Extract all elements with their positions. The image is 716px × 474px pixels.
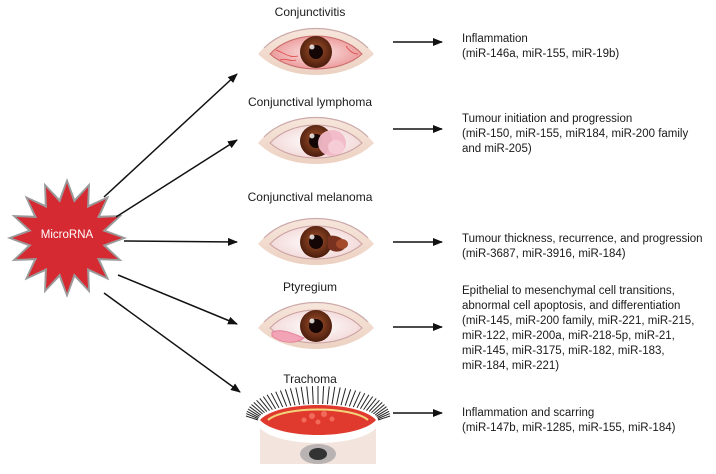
desc-line: (miR-145, miR-200 family, miR-221, miR-2… (462, 315, 695, 327)
eyelash (253, 402, 265, 414)
eyelash (247, 408, 260, 417)
starburst-core (12, 183, 122, 293)
eyelash (352, 391, 361, 408)
eyelash (275, 391, 284, 408)
eyelash (326, 386, 330, 405)
eyelash (251, 404, 263, 415)
arrow-to-melanoma (123, 237, 238, 246)
arrow-to-trachoma (103, 292, 241, 393)
eyelash (284, 389, 292, 406)
eyelash (340, 388, 347, 406)
eyelash (377, 413, 390, 420)
eyelash (256, 399, 268, 412)
desc-line: miR-145, miR-3175, miR-182, miR-183, (462, 345, 665, 357)
lymphoma-eye-icon (258, 116, 374, 164)
eyelash (348, 390, 357, 407)
desc-line: Inflammation and scarring (462, 407, 595, 419)
eyelash (245, 415, 259, 421)
eyelash (295, 387, 300, 405)
condition-title-lymphoma: Conjunctival lymphoma (247, 95, 373, 109)
desc-line: Inflammation (462, 33, 528, 45)
desc-line: abnormal cell apoptosis, and differentia… (462, 300, 681, 312)
eyelash (377, 410, 390, 418)
condition-title-conjunctivitis: Conjunctivitis (274, 5, 346, 19)
eyelash (289, 388, 296, 406)
condition-desc-lymphoma: Tumour initiation and progression (miR-1… (462, 112, 688, 157)
eyelash (306, 386, 310, 405)
eyelash (246, 410, 259, 418)
effect-arrows (393, 38, 443, 417)
eyelash (363, 396, 374, 410)
eyelash (376, 408, 389, 417)
eyelash (344, 389, 352, 406)
ptyregium-eye-icon (258, 301, 374, 349)
eyelash (270, 392, 280, 409)
eyelash (359, 394, 370, 409)
desc-line: Tumour thickness, recurrence, and progre… (462, 233, 703, 245)
desc-line: and miR-205) (462, 143, 532, 155)
eyelash (374, 406, 387, 416)
eyelash (259, 398, 270, 411)
eyelash (331, 386, 336, 405)
condition-title-melanoma: Conjunctival melanoma (247, 190, 373, 204)
desc-line: (miR-146a, miR-155, miR-19b) (462, 48, 620, 60)
eyelash (279, 390, 288, 407)
arrow-to-conjunctivitis (103, 73, 238, 198)
eyelash (322, 386, 325, 405)
desc-line: (miR-150, miR-155, miR184, miR-200 famil… (462, 128, 689, 140)
condition-title-trachoma: Trachoma (283, 372, 337, 386)
source-arrows (103, 73, 241, 393)
eyelash (249, 406, 262, 416)
melanoma-eye-icon (258, 217, 374, 265)
trachoma-eye-icon (245, 386, 391, 464)
desc-line: miR-122, miR-200a, miR-218-5p, miR-21, (462, 330, 675, 342)
eyelash (371, 402, 383, 414)
arrow-to-ptyregium (117, 274, 238, 325)
eyelash (246, 413, 259, 420)
eyelash (366, 398, 377, 411)
desc-line: miR-184, miR-221) (462, 360, 560, 372)
condition-title-ptyregium: Ptyregium (282, 280, 338, 294)
microrna-label: MicroRNA (40, 229, 94, 241)
desc-line: Epithelial to mesenchymal cell transitio… (462, 285, 675, 297)
eyelash (311, 386, 314, 405)
condition-desc-conjunctivitis: Inflammation (miR-146a, miR-155, miR-19b… (462, 32, 619, 62)
eyelash (356, 392, 366, 409)
desc-line: (miR-3687, miR-3916, miR-184) (462, 248, 626, 260)
eyelash (300, 386, 305, 405)
eyelash (368, 399, 380, 412)
eyelash (262, 396, 273, 410)
condition-desc-melanoma: Tumour thickness, recurrence, and progre… (462, 232, 703, 262)
desc-line: (miR-147b, miR-1285, miR-155, miR-184) (462, 422, 676, 434)
arrow-to-lymphoma (115, 139, 238, 218)
conjunctivitis-eye-icon (258, 27, 374, 75)
desc-line: Tumour initiation and progression (462, 113, 633, 125)
eyelash (266, 394, 277, 409)
condition-desc-trachoma: Inflammation and scarring (miR-147b, miR… (462, 406, 675, 436)
eyelash (373, 404, 385, 415)
condition-desc-ptyregium: Epithelial to mesenchymal cell transitio… (462, 284, 694, 374)
eyelash (336, 387, 341, 405)
eyelash (377, 415, 391, 421)
microrna-starburst (7, 178, 127, 298)
